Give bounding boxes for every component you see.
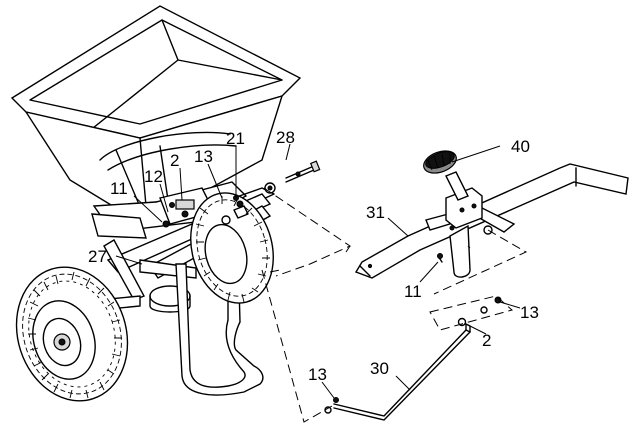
callout-12: 12 (144, 167, 163, 186)
assembly-lines (261, 187, 528, 423)
control-rod (333, 323, 471, 421)
callout-31: 31 (366, 203, 385, 222)
loose-hardware (285, 160, 502, 414)
callout-27: 27 (88, 247, 107, 266)
callout-labels: 40 28 21 13 2 12 11 31 27 11 13 2 13 30 (88, 128, 539, 384)
callout-13-upper: 13 (194, 147, 213, 166)
callout-2-lower: 2 (482, 331, 491, 350)
callout-13-right: 13 (520, 303, 539, 322)
right-wheel (190, 192, 274, 304)
callout-13-lower: 13 (308, 365, 327, 384)
callout-2-upper: 2 (170, 151, 179, 170)
callout-21: 21 (226, 129, 245, 148)
handle (354, 163, 629, 279)
callout-11-lower: 11 (404, 282, 422, 301)
control-knob (423, 150, 469, 201)
leader-lines (115, 143, 521, 399)
left-wheel (15, 266, 129, 402)
hardware-near-plate (162, 195, 249, 228)
callout-11-upper: 11 (110, 179, 128, 198)
callout-28: 28 (276, 128, 295, 147)
callout-30: 30 (370, 359, 389, 378)
callout-40: 40 (511, 137, 530, 156)
